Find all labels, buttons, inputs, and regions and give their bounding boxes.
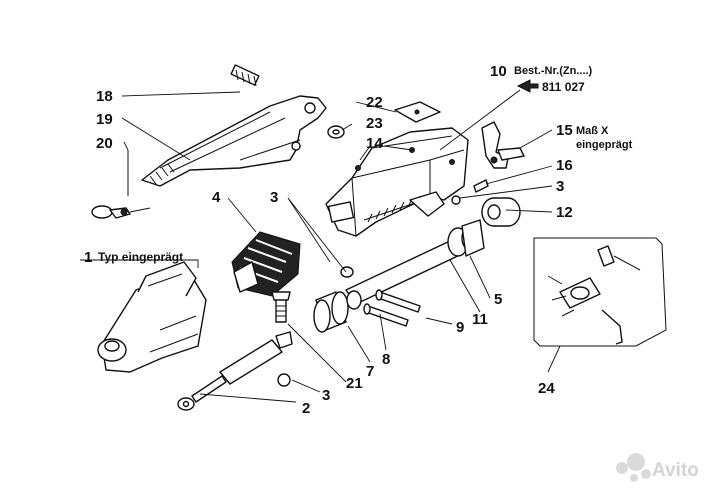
label-22: 22 [366,94,383,111]
small-bolts [451,179,489,205]
bolt-21 [271,291,291,323]
label-3a: 3 [270,189,278,206]
label-2: 2 [302,400,310,417]
label-21: 21 [346,375,363,392]
avito-logo-icon [616,453,651,482]
label-10: 10 [490,63,507,80]
label-3c: 3 [322,387,330,404]
label-11: 11 [472,311,488,328]
label-5: 5 [494,291,502,308]
label-7: 7 [366,363,374,380]
callout-labels: 18 19 20 4 3 1 Typ eingeprägt 22 23 14 1… [84,63,633,417]
arrow-left-icon [516,79,539,93]
drawbar-tube [345,219,485,305]
inset-box-24 [533,237,667,347]
label-8: 8 [382,351,390,368]
label-1: 1 [84,249,92,266]
label-15-note2: eingeprägt [576,139,633,151]
label-4: 4 [212,189,221,206]
label-23: 23 [366,115,383,132]
shock-absorber [177,331,293,411]
label-14: 14 [366,135,383,152]
catch-lever [481,121,525,169]
label-24: 24 [538,380,555,397]
label-19: 19 [96,111,113,128]
leader-lines [80,89,561,403]
bushings-and-bolts [313,266,421,333]
bushing-12 [481,197,521,227]
watermark: Avito [616,453,699,482]
breakaway-cable [91,150,151,219]
label-16: 16 [556,157,573,174]
label-15: 15 [556,122,573,139]
coupling-head [97,261,207,373]
label-10-order: 811 027 [542,80,585,94]
label-10-note: Best.-Nr.(Zn....) [514,65,593,77]
drawbar-housing [325,127,469,237]
label-20: 20 [96,135,113,152]
rubber-bellows [231,231,301,297]
label-15-note1: Maß X [576,125,609,137]
watermark-text: Avito [652,460,699,481]
hand-brake-lever [141,64,327,187]
label-3b: 3 [556,178,564,195]
label-12: 12 [556,204,573,221]
washer [327,125,345,139]
label-9: 9 [456,319,464,336]
label-18: 18 [96,88,113,105]
label-1-note: Typ eingeprägt [98,250,183,264]
wear-plate [394,101,441,123]
